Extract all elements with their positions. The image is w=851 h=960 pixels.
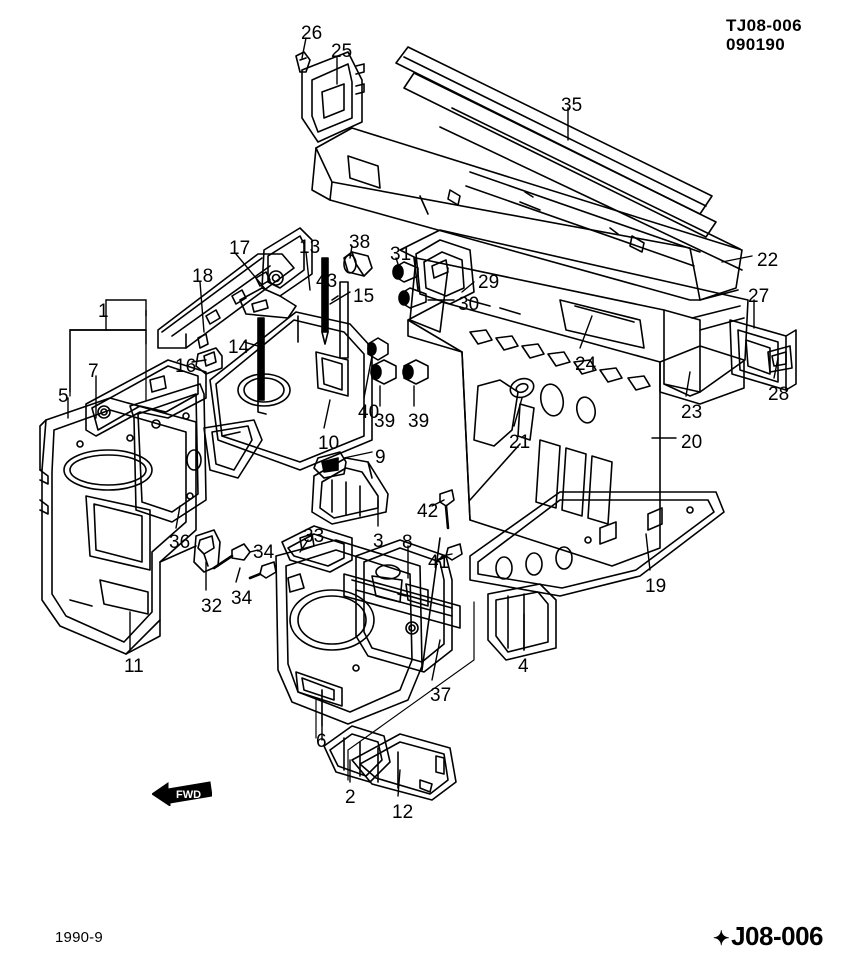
- callout-number-29: 29: [478, 272, 500, 293]
- callout-number-23: 23: [681, 402, 703, 423]
- part-brace-15: [331, 281, 349, 359]
- part-bolt-42: [439, 489, 455, 530]
- callout-number-36: 36: [169, 532, 191, 553]
- part-dash-panel-lower: [407, 301, 661, 567]
- callout-number-26: 26: [301, 23, 323, 44]
- fwd-orientation-badge: FWD: [151, 780, 213, 807]
- callout-number-15: 15: [353, 286, 375, 307]
- part-clip-9: [313, 451, 347, 479]
- part-insulator-36: [129, 383, 207, 523]
- callout-number-18: 18: [192, 266, 214, 287]
- part-bolt-34b: [248, 561, 277, 580]
- callout-number-7: 7: [88, 361, 99, 382]
- footer-date: 1990-9: [55, 929, 103, 946]
- callout-number-6: 6: [316, 731, 327, 752]
- part-grommet-21: [509, 377, 535, 399]
- footer-code: J08-006: [731, 921, 823, 951]
- callout-number-39b: 39: [408, 411, 430, 432]
- sheet-code-header: TJ08-006: [726, 16, 802, 35]
- fwd-badge-label: FWD: [176, 789, 201, 801]
- callout-number-4: 4: [518, 656, 529, 677]
- callout-number-32: 32: [201, 596, 223, 617]
- callout-number-43: 43: [316, 271, 338, 292]
- part-radiator-support-6: [275, 539, 423, 725]
- callout-number-21: 21: [509, 432, 531, 453]
- callout-number-5: 5: [58, 386, 69, 407]
- part-clip-26: [295, 51, 311, 73]
- callout-number-13: 13: [299, 237, 321, 258]
- callout-number-42: 42: [417, 501, 439, 522]
- part-bracket-32: [193, 529, 221, 573]
- callout-number-31: 31: [390, 244, 412, 265]
- part-cowl-side-right: [659, 345, 745, 405]
- part-dash-side-11: [39, 397, 197, 655]
- callout-number-17: 17: [229, 238, 251, 259]
- callout-number-1: 1: [98, 301, 109, 322]
- part-cowl-top-grille: [395, 46, 743, 271]
- callout-number-39: 39: [374, 411, 396, 432]
- part-clip-16: [195, 347, 223, 375]
- part-bracket-27: [729, 319, 797, 391]
- callout-number-12: 12: [392, 802, 414, 823]
- part-side-member-19: [469, 491, 725, 597]
- callout-number-33: 33: [303, 526, 325, 547]
- callout-number-30: 30: [458, 294, 480, 315]
- callout-number-28: 28: [768, 384, 790, 405]
- part-bolt-34a: [212, 543, 251, 570]
- callout-number-11: 11: [124, 656, 144, 677]
- callout-number-27: 27: [748, 286, 770, 307]
- part-bracket-2: [323, 725, 391, 783]
- part-cowl-upper-panel: [311, 127, 743, 301]
- callout-number-9: 9: [375, 447, 386, 468]
- callout-number-3: 3: [373, 531, 384, 552]
- callout-number-35: 35: [561, 95, 583, 116]
- diamond-mark-icon: ✦: [712, 928, 730, 950]
- sheet-date-header: 090190: [726, 35, 786, 54]
- callout-number-2: 2: [345, 787, 356, 808]
- part-plug-39a: [370, 359, 397, 385]
- part-upper-rail-18: [157, 253, 295, 349]
- part-stud-14: [257, 317, 267, 415]
- callout-number-40: 40: [358, 402, 380, 423]
- part-panel-25: [301, 51, 365, 143]
- part-bolt-31: [392, 261, 419, 283]
- part-bolt-30: [398, 287, 427, 309]
- callout-number-16: 16: [175, 356, 197, 377]
- callout-number-34: 34: [253, 542, 275, 563]
- footer-code-group: ✦ J08-006: [712, 921, 824, 952]
- callout-number-24: 24: [575, 354, 597, 375]
- callout-number-25: 25: [331, 41, 353, 62]
- callout-number-41: 41: [428, 552, 450, 573]
- callout-number-19: 19: [645, 576, 667, 597]
- part-plug-40: [367, 337, 389, 361]
- callout-number-20: 20: [681, 432, 703, 453]
- part-apron-4: [487, 583, 557, 661]
- callout-number-8: 8: [402, 532, 413, 553]
- part-plug-39b: [402, 359, 429, 385]
- part-bracket-28: [767, 345, 793, 373]
- callout-number-38: 38: [349, 232, 371, 253]
- callout-number-37: 37: [430, 685, 452, 706]
- callout-number-34b: 34: [231, 588, 253, 609]
- callout-number-10: 10: [318, 433, 340, 454]
- callout-number-14: 14: [228, 337, 250, 358]
- part-dash-panel-upper: [399, 229, 749, 397]
- part-bracket-12: [351, 733, 457, 801]
- callout-number-22: 22: [757, 250, 779, 271]
- part-grommet-38: [343, 251, 373, 277]
